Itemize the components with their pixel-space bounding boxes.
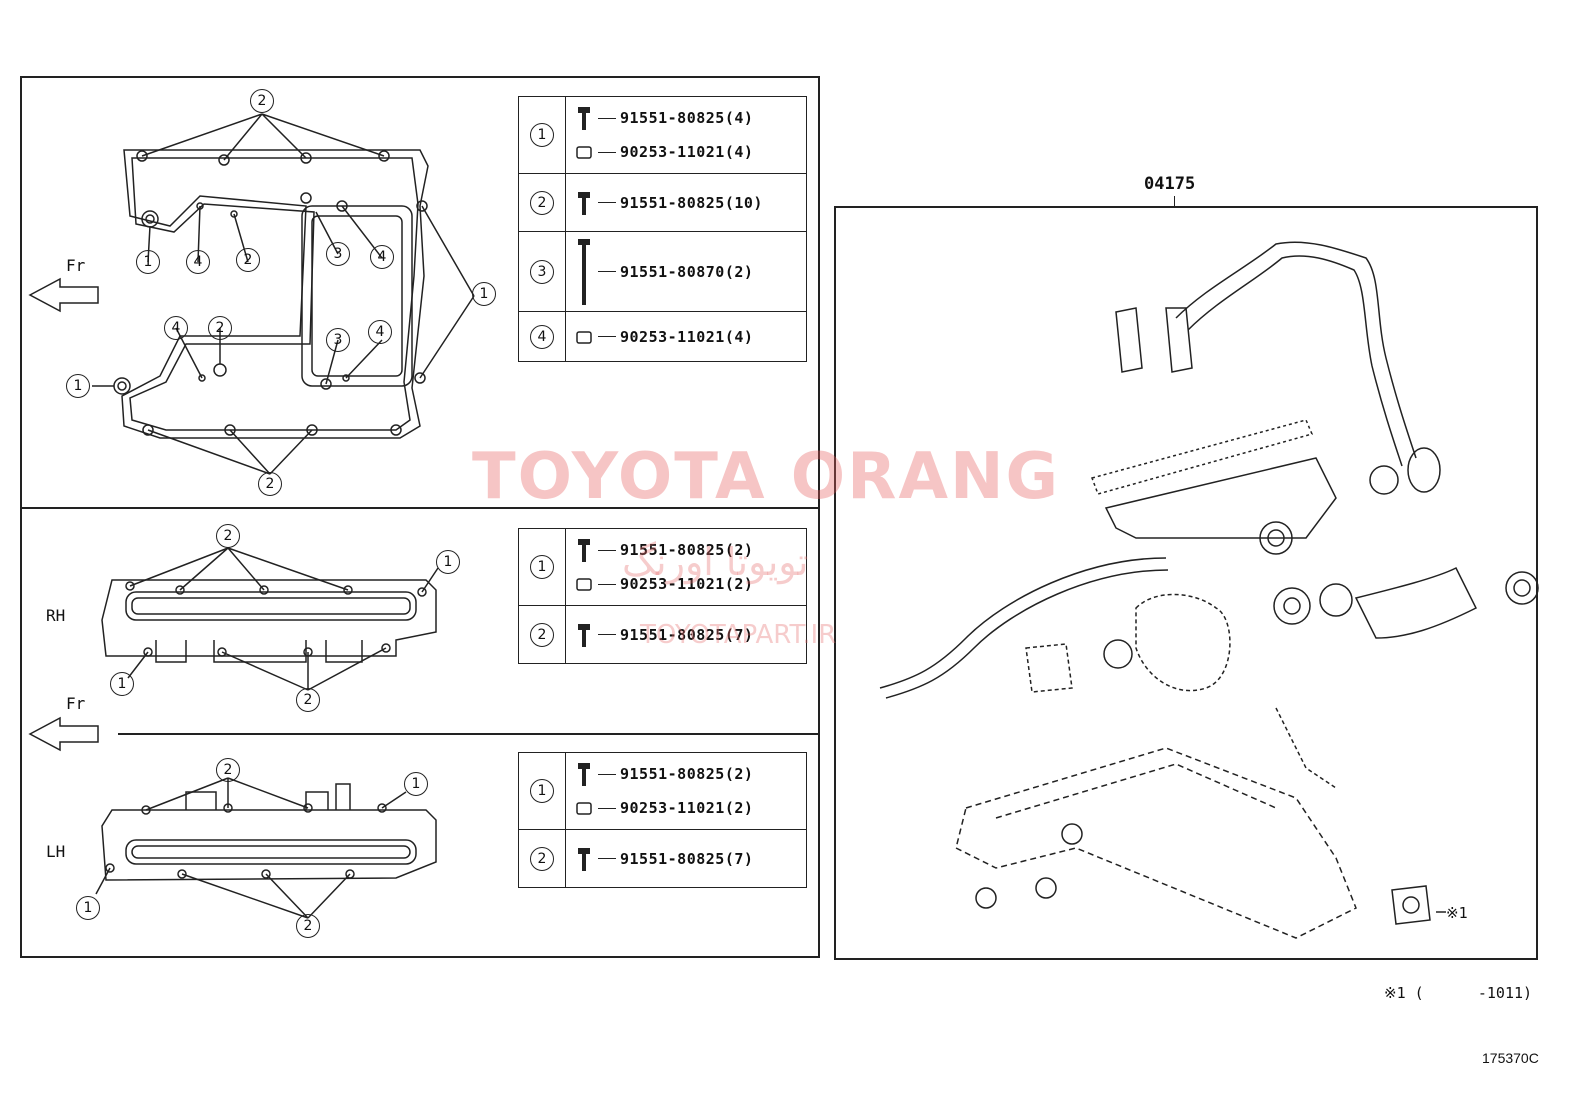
callout-1: 1 (66, 374, 90, 398)
parts-table-upper: 1 91551-80825(4) 90253-11021(4) 2 91551-… (518, 96, 807, 362)
parts-table-rh: 1 91551-80825(2) 90253-11021(2) 2 91551-… (518, 528, 807, 664)
footnote: ※1 ( -1011) (1384, 984, 1533, 1002)
callout-4: 4 (370, 245, 394, 269)
part-number: 91551-80825(7) (620, 625, 754, 644)
callout-1: 1 (110, 672, 134, 696)
table-row: 2 91551-80825(7) (518, 605, 807, 664)
table-row: 3 91551-80870(2) (518, 231, 807, 312)
washer-icon (576, 802, 592, 815)
upper-intake-manifold-drawing (92, 113, 475, 475)
section-divider-middle (118, 733, 820, 735)
front-label: Fr (66, 256, 86, 275)
part-number: 91551-80870(2) (620, 262, 754, 281)
row-number: 1 (530, 123, 554, 147)
callout-1: 1 (472, 282, 496, 306)
bolt-icon (578, 107, 590, 130)
row-number: 1 (530, 555, 554, 579)
callout-1: 1 (136, 250, 160, 274)
part-number: 90253-11021(4) (620, 327, 754, 346)
front-arrow-icon (28, 716, 99, 752)
kit-number: 04175 (1144, 174, 1196, 194)
rh-label: RH (46, 606, 66, 625)
left-diagram-panel (20, 76, 820, 958)
washer-icon (576, 330, 592, 344)
row-number: 2 (530, 846, 554, 871)
callout-4: 4 (164, 316, 188, 340)
part-number: 90253-11021(2) (620, 575, 754, 593)
front-arrow-icon (28, 277, 99, 313)
callout-1: 1 (436, 550, 460, 574)
callout-2: 2 (236, 248, 260, 272)
lh-label: LH (46, 842, 66, 861)
table-row: 1 91551-80825(4) 90253-11021(4) (518, 96, 807, 174)
front-label: Fr (66, 694, 86, 713)
callout-2: 2 (258, 472, 282, 496)
watermark-persian: تویوتا اورنگ (622, 540, 809, 584)
table-row: 4 90253-11021(4) (518, 311, 807, 362)
part-number: 90253-11021(2) (620, 799, 754, 817)
row-number: 2 (530, 622, 554, 647)
engine-assembly-drawing (879, 241, 1539, 939)
part-number: 91551-80825(4) (620, 109, 754, 127)
bolt-icon (578, 623, 590, 647)
part-number: 91551-80825(10) (620, 193, 763, 212)
table-row: 2 91551-80825(7) (518, 829, 807, 888)
bolt-icon (578, 191, 590, 215)
callout-1: 1 (404, 772, 428, 796)
callout-2: 2 (296, 914, 320, 938)
rh-manifold-gasket-drawing (101, 547, 439, 691)
figure-id: 175370C (1482, 1050, 1539, 1066)
part-number: 90253-11021(4) (620, 143, 754, 161)
callout-2: 2 (250, 89, 274, 113)
watermark-site: TOYOTAPART.IR (640, 620, 837, 650)
bolt-icon (578, 763, 590, 786)
callout-2: 2 (208, 316, 232, 340)
parts-table-lh: 1 91551-80825(2) 90253-11021(2) 2 91551-… (518, 752, 807, 888)
callout-2: 2 (216, 758, 240, 782)
row-number: 2 (530, 190, 554, 215)
callout-4: 4 (368, 320, 392, 344)
part-number: 91551-80825(7) (620, 849, 754, 868)
table-row: 2 91551-80825(10) (518, 173, 807, 232)
callout-3: 3 (326, 328, 350, 352)
note-marker: ※1 (1446, 904, 1468, 922)
bolt-icon (578, 847, 590, 871)
lh-manifold-gasket-drawing (95, 777, 437, 919)
callout-2: 2 (296, 688, 320, 712)
row-number: 1 (530, 779, 554, 803)
row-number: 4 (530, 324, 554, 349)
bolt-icon (578, 539, 590, 562)
callout-4: 4 (186, 250, 210, 274)
callout-3: 3 (326, 242, 350, 266)
table-row: 1 91551-80825(2) 90253-11021(2) (518, 752, 807, 830)
part-number: 91551-80825(2) (620, 765, 754, 783)
callout-2: 2 (216, 524, 240, 548)
section-divider-top (20, 507, 820, 509)
washer-icon (576, 578, 592, 591)
part-number: 91551-80825(2) (620, 541, 754, 559)
table-row: 1 91551-80825(2) 90253-11021(2) (518, 528, 807, 606)
row-number: 3 (530, 259, 554, 284)
washer-icon (576, 146, 592, 159)
long-bolt-icon (578, 238, 590, 305)
watermark-text: TOYOTA ORANG (472, 440, 1061, 514)
callout-1: 1 (76, 896, 100, 920)
kit-leader-line (1174, 196, 1175, 208)
